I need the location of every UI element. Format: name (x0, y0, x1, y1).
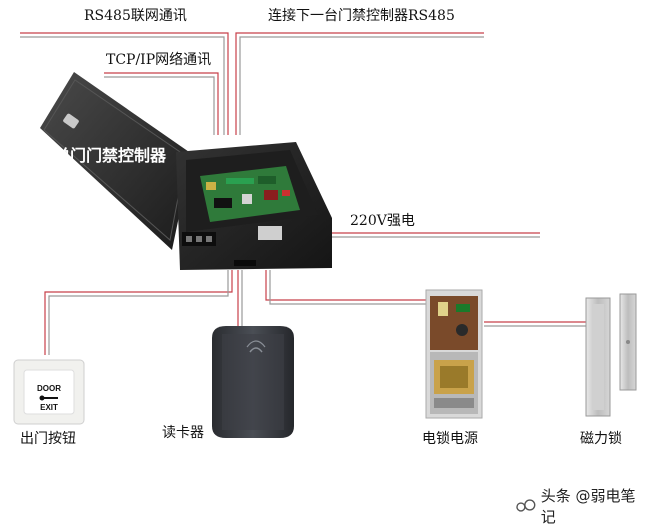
exit-line2: EXIT (40, 403, 58, 412)
controller-lock-keyhole (63, 113, 79, 129)
label-controller: 单门门禁控制器 (54, 146, 167, 165)
watermark-text: 头条 @弱电笔记 (540, 487, 636, 526)
label-card-reader: 读卡器 (162, 425, 204, 441)
wire-lock-power-2 (269, 270, 430, 305)
watermark: 头条 @弱电笔记 (515, 485, 649, 527)
label-rs485-next: 连接下一台门禁控制器RS485 (268, 8, 455, 24)
wires-bottom (44, 270, 592, 355)
access-controller-box (40, 72, 332, 270)
wire-rs485-next (235, 32, 484, 135)
wire-rs485-network (20, 32, 229, 135)
wire-lock-power (265, 270, 430, 301)
wire-rs485-next-2 (239, 36, 484, 135)
label-rs485-network: RS485联网通讯 (84, 8, 187, 24)
label-mag-lock: 磁力锁 (580, 431, 622, 447)
wire-rs485-network-2 (20, 36, 225, 135)
exit-line1: DOOR (37, 384, 61, 393)
power-supply-icon (425, 289, 483, 419)
exit-button-icon: DOOR EXIT (13, 359, 85, 425)
card-reader-icon (212, 326, 294, 438)
pcb-board (200, 166, 300, 222)
wires-top (20, 32, 540, 238)
magnetic-lock-icon (585, 293, 637, 417)
label-lock-power: 电锁电源 (422, 431, 478, 447)
label-tcpip: TCP/IP网络通讯 (106, 52, 212, 68)
wire-tcpip (104, 72, 219, 135)
label-220v: 220V强电 (350, 213, 415, 229)
wire-exit-button-2 (48, 270, 229, 355)
wire-tcpip-2 (104, 76, 215, 135)
controller-lid (40, 72, 192, 250)
watermark-logo-icon (516, 499, 536, 512)
wire-exit-button (44, 270, 233, 355)
label-exit-button: 出门按钮 (20, 431, 76, 447)
key-icon (39, 395, 58, 401)
